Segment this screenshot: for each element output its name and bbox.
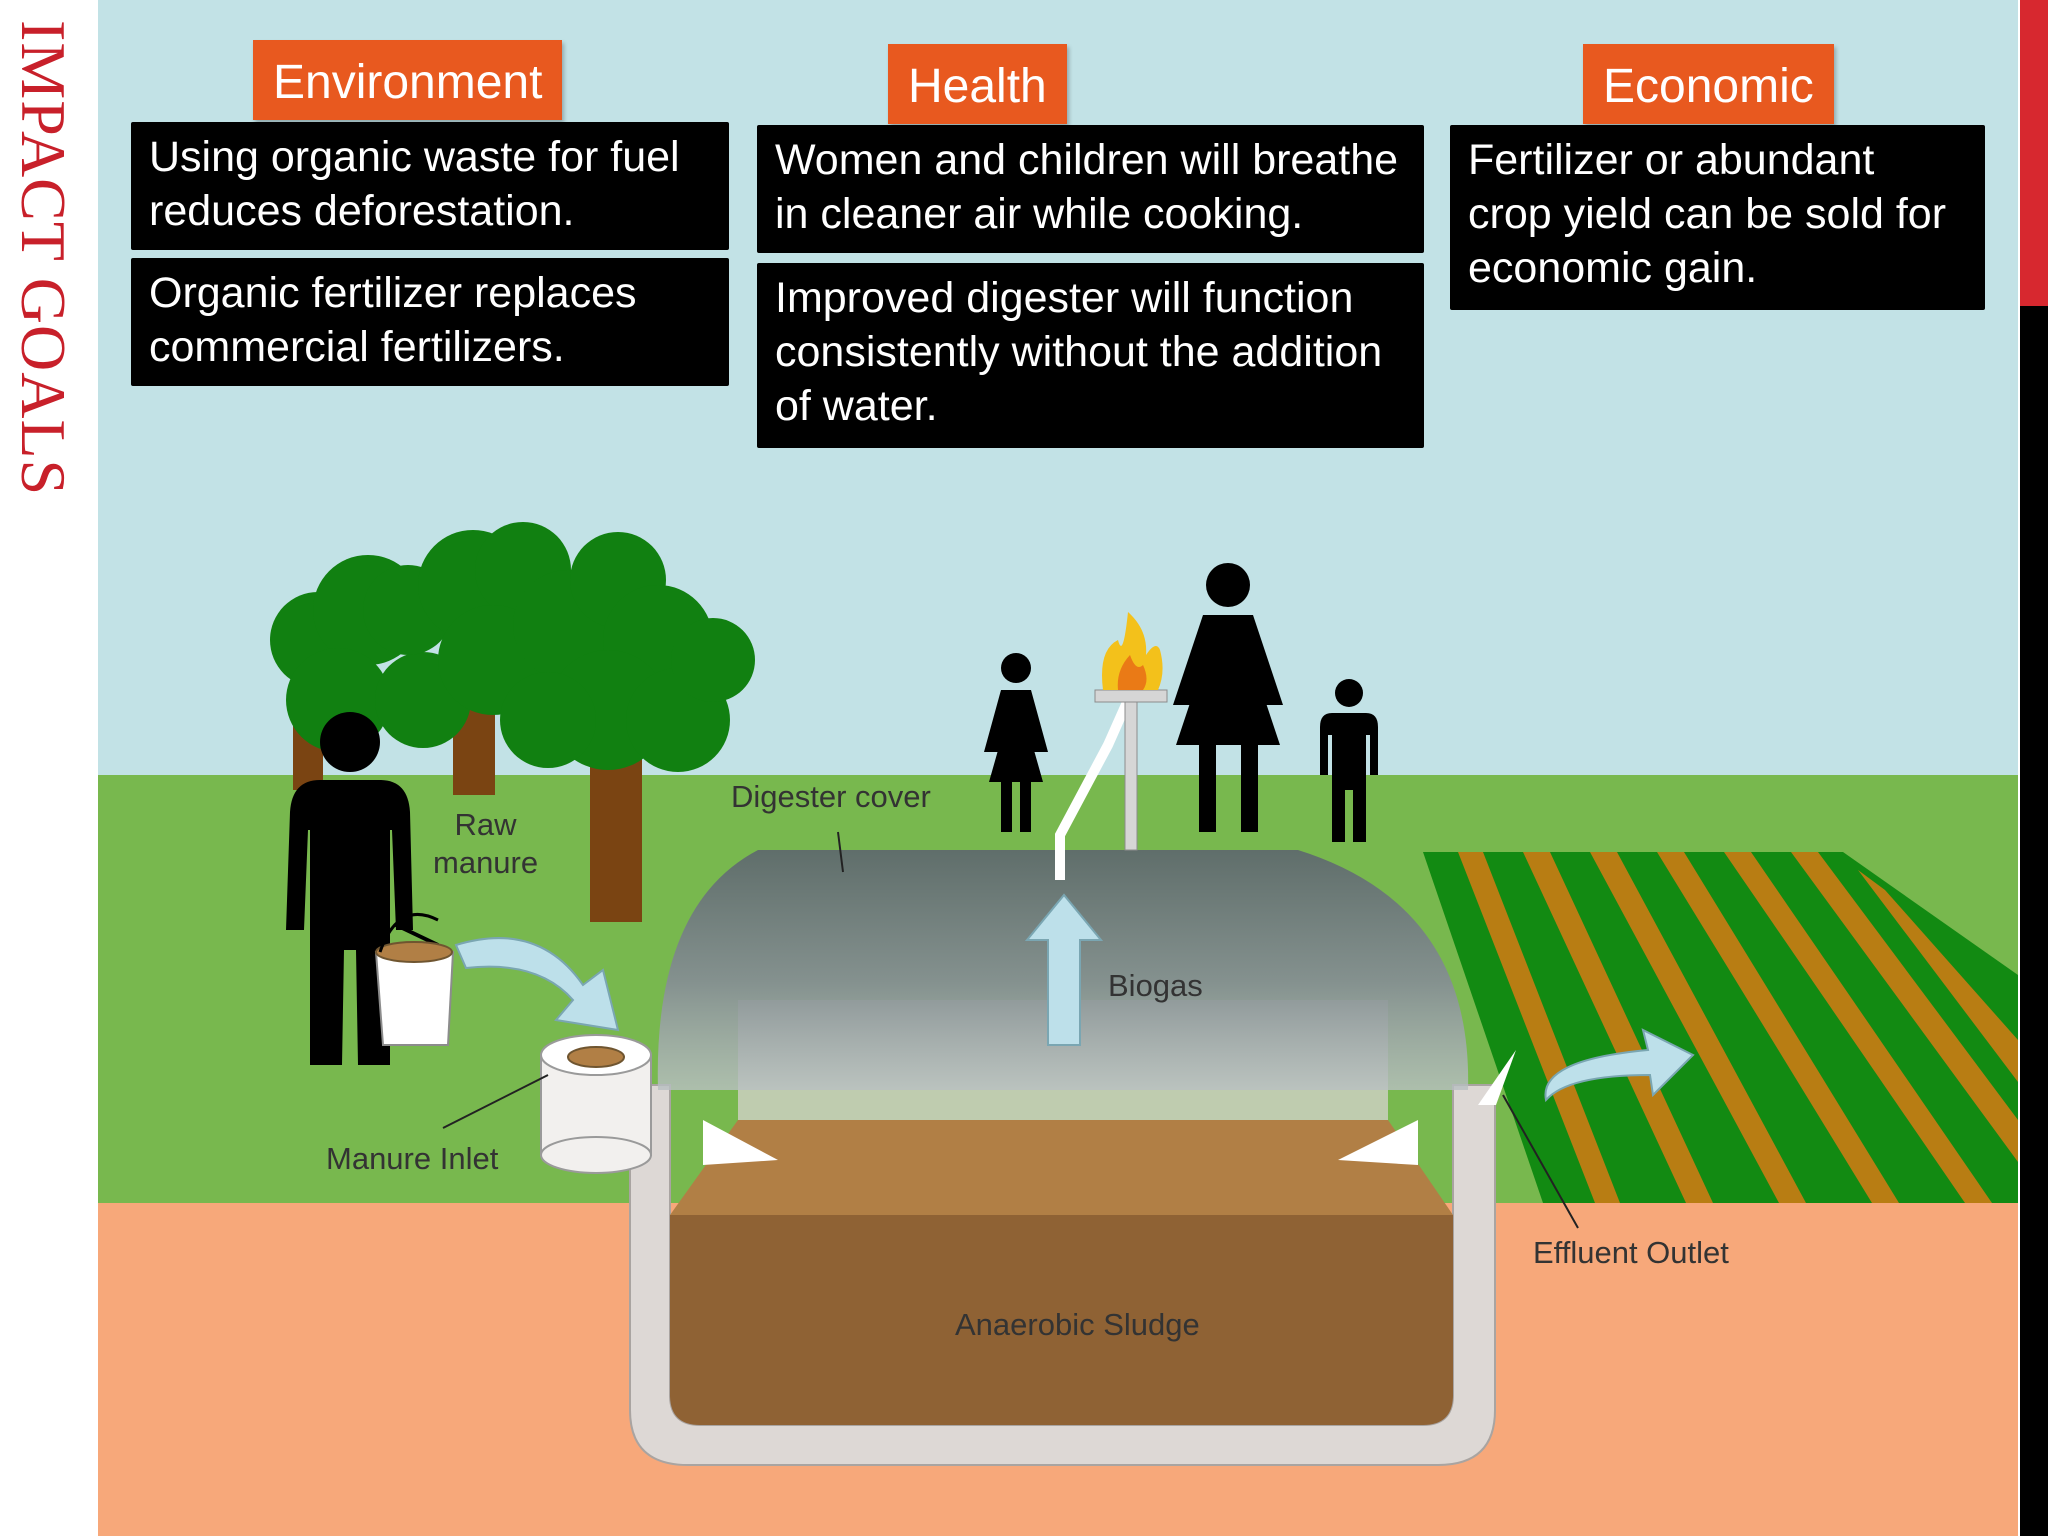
inlet-arrow [454,937,620,1032]
woman-figure [1173,563,1283,832]
manure-inlet-pointer [442,1074,549,1129]
field-stripe [1523,852,1713,1203]
biogas-scene: Raw manure Digester cover Biogas Manure … [98,0,2018,1536]
biogas-arrow [1024,893,1104,1046]
biogas-pipe [1055,612,1168,880]
manure-inlet-label: Manure Inlet [326,1141,499,1176]
field-stripe [1724,852,1992,1203]
burner-top [1094,689,1168,703]
tag-health: Health [888,44,1067,124]
economic-statement-1: Fertilizer or abundant crop yield can be… [1450,125,1985,310]
boy-figure [1320,679,1378,842]
effluent-arrow-white [1478,1050,1516,1105]
environment-statement-2: Organic fertilizer replaces commercial f… [131,258,729,386]
right-accent-bar [2020,0,2048,306]
field-stripe [1657,852,1899,1203]
tag-economic: Economic [1583,44,1834,124]
flame [1102,612,1163,690]
crop-field [1423,852,2018,1203]
cover-pointer [837,831,844,873]
anaerobic-sludge-label: Anaerobic Sludge [955,1307,1200,1342]
digester-cover-label: Digester cover [731,779,931,814]
sludge-surface [670,1120,1453,1215]
slide-title: IMPACT GOALS [8,20,80,580]
tag-environment: Environment [253,40,563,120]
health-statement-2: Improved digester will function consiste… [757,263,1424,448]
slide-title-text: IMPACT GOALS [8,20,79,497]
inner-arrow-right [1338,1120,1418,1165]
burner-stand [1124,699,1138,851]
field-stripe [1791,852,2018,1162]
effluent-arrow [1544,1028,1695,1103]
biogas-label: Biogas [1108,968,1203,1003]
raw-manure-label: Raw manure [433,807,539,880]
environment-statement-1: Using organic waste for fuel reduces def… [131,122,729,250]
girl-figure [984,653,1048,832]
field-stripe [1458,852,1620,1203]
effluent-outlet-label: Effluent Outlet [1533,1235,1729,1270]
health-statement-1: Women and children will breathe in clean… [757,125,1424,253]
manure-inlet [540,1034,652,1174]
inner-arrow-left [703,1120,778,1165]
manure-bucket [374,912,455,1046]
tree-crown [671,618,755,702]
right-dark-bar [2020,306,2048,1536]
field-stripe [1590,852,1806,1203]
effluent-pointer [1502,1094,1579,1229]
field-stripe [1858,870,2018,1082]
tree-crown [500,672,596,768]
